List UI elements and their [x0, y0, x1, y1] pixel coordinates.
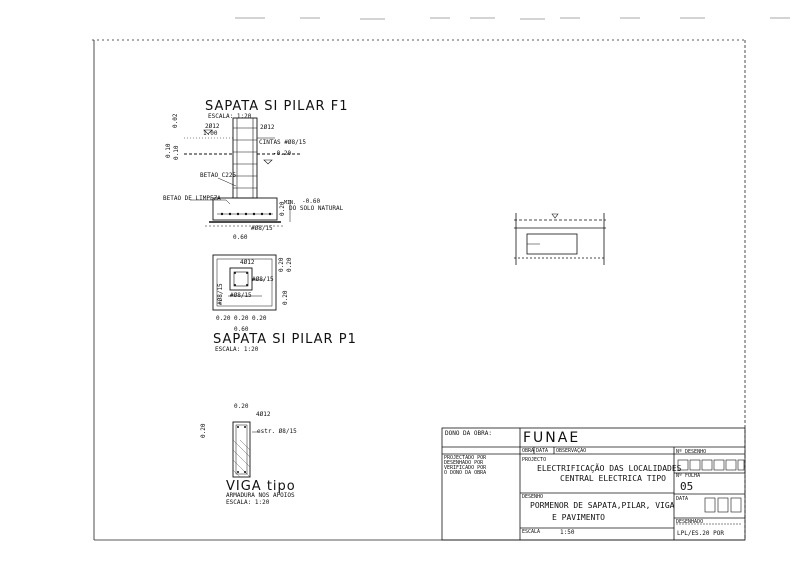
beam-outline — [232, 421, 251, 478]
viga-height-dim: 0.20 — [200, 423, 207, 438]
sapata-p1-title: SAPATA SI PILAR P1 — [213, 332, 357, 347]
bar-right-label: 2Ø12 — [260, 124, 275, 131]
bar-left-label: 2Ø12 — [205, 123, 220, 130]
p1-bars-label: 4Ø12 — [240, 259, 255, 266]
pillar-stirrups — [233, 127, 257, 189]
base-min-tag: MIN. — [284, 200, 297, 206]
betao-fund-label: BETAO C225 — [200, 172, 237, 179]
sapata-f1-title: SAPATA SI PILAR F1 — [205, 99, 349, 114]
dim-left-mid-b: 0.10 — [173, 145, 180, 160]
date-boxes — [704, 497, 742, 513]
obs-label: OBSERVAÇÃO — [556, 448, 587, 454]
sapata-p1-scale: ESCALA: 1:20 — [215, 346, 259, 353]
proj-label-3: VERIFICADO POR — [444, 465, 487, 471]
stirrups-label: CINTAS #Ø8/15 — [259, 139, 306, 146]
sapata-f1-scale: ESCALA: 1:20 — [208, 113, 252, 120]
sheet-number-boxes — [677, 459, 745, 471]
projecto-label: PROJECTO — [522, 457, 547, 463]
level-top-label: -0.20 — [273, 150, 292, 157]
f1-width-dim: 0.60 — [233, 234, 248, 241]
p1-mesh-v-label: #Ø8/15 — [217, 283, 224, 305]
scale-value: 1:50 — [560, 529, 575, 536]
pavement-detail — [514, 213, 606, 265]
drawing-line-1: PORMENOR DE SAPATA,PILAR, VIGA — [530, 501, 675, 510]
viga-scale: ESCALA: 1:20 — [226, 499, 270, 506]
dim-left-top: 0.02 — [172, 113, 179, 128]
escala-label: ESCALA — [522, 529, 541, 535]
dim-left-mid-a: 0.10 — [165, 143, 172, 158]
rebar-dots — [220, 212, 272, 216]
level-marker — [263, 159, 273, 165]
pillar-outline — [232, 117, 258, 199]
desenho-label: DESENHO — [522, 494, 544, 500]
rebar-base-label: #Ø8/15 — [251, 225, 273, 232]
data-label: DATA — [536, 448, 549, 454]
scan-specks — [235, 17, 790, 20]
project-line-1: ELECTRIFICAÇÃO DAS LOCALIDADES — [537, 464, 682, 473]
dono-label: DONO DA OBRA: — [445, 430, 492, 437]
p1-dim-right-a: 0.20 — [278, 257, 285, 272]
pillar-plan — [229, 267, 253, 291]
project-line-2: CENTRAL ELECTRICA TIPO — [560, 474, 666, 483]
desenhado-label: DESENHADO — [676, 519, 704, 525]
footing-plan-outline — [212, 254, 277, 311]
title-block — [441, 427, 746, 541]
p1-mesh-h-label: #Ø8/15 — [252, 276, 274, 283]
desenhado-value: LPL/ES.20 POR — [677, 530, 724, 537]
p1-dim-right-c: 0.20 — [282, 290, 289, 305]
obra-label: OBRA — [522, 448, 535, 454]
numero-label: Nº DESENHO — [676, 449, 707, 455]
p1-dim-b1: 0.20 — [216, 315, 231, 322]
p1-mesh-label: #Ø8/15 — [230, 292, 252, 299]
p1-dim-b2: 0.20 — [234, 315, 249, 322]
viga-stirrups-label: estr. Ø8/15 — [257, 428, 297, 435]
p1-dim-b3: 0.20 — [252, 315, 267, 322]
owner-name: FUNAE — [523, 430, 581, 446]
proj-label-1: PROJECTADO POR — [444, 455, 487, 461]
viga-subtitle: ARMADURA NOS APOIOS — [226, 492, 295, 499]
viga-width-dim: 0.20 — [234, 403, 249, 410]
level-bottom-label: -0.60 — [302, 198, 321, 205]
folha-label: Nº FOLHA — [676, 473, 701, 479]
bar-left-offset: 1.00 — [203, 130, 218, 137]
sheet-number: 05 — [680, 480, 694, 493]
sapata-f1-elevation — [184, 117, 300, 227]
p1-dim-total: 0.60 — [234, 326, 249, 333]
viga-bars-label: 4Ø12 — [256, 411, 271, 418]
solo-label: DO SOLO NATURAL — [289, 205, 344, 212]
p1-dim-right-b: 0.20 — [286, 257, 293, 272]
betao-limpeza-label: BETAO DE LIMPEZA — [163, 195, 221, 202]
proj-label-4: O DONO DA OBRA — [444, 470, 487, 476]
viga-section — [232, 421, 258, 478]
drawing-line-2: E PAVIMENTO — [552, 513, 605, 522]
date-label: DATA — [676, 496, 689, 502]
footing-outline — [212, 197, 278, 221]
viga-title: VIGA tipo — [226, 479, 296, 494]
proj-label-2: DESENHADO POR — [444, 460, 484, 466]
sapata-p1-plan — [212, 254, 277, 311]
dim-base-h: 0.20 — [279, 201, 286, 216]
